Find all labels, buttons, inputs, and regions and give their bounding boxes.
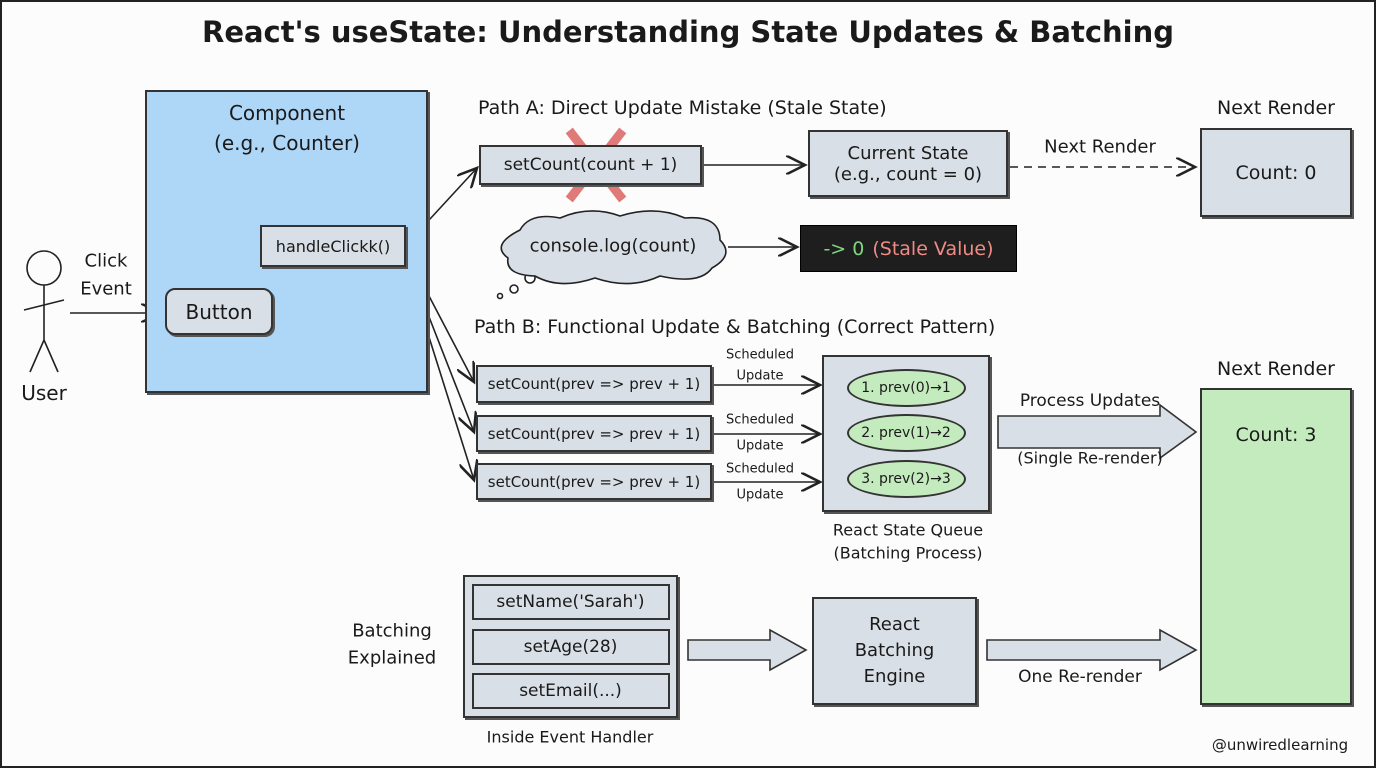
handler-to-engine-block-arrow — [687, 628, 808, 672]
queue-item-3: 3. prev(2)→3 — [846, 460, 966, 499]
click-event-label-2: Event — [80, 278, 132, 300]
batching-engine-box: React Batching Engine — [812, 597, 977, 705]
single-rerender-label: (Single Re-render) — [1017, 448, 1163, 468]
handle-click-function[interactable]: handleClickk() — [260, 225, 406, 267]
current-state-line-2: (e.g., count = 0) — [833, 163, 983, 185]
console-log-text: console.log(count) — [529, 235, 697, 257]
engine-line-3: Engine — [863, 666, 926, 687]
queue-item-1: 1. prev(0)→1 — [846, 368, 966, 407]
state-queue-box: 1. prev(0)→1 2. prev(1)→2 3. prev(2)→3 — [822, 355, 990, 512]
click-event-label-1: Click — [84, 250, 128, 272]
direct-setcount-call: setCount(count + 1) — [479, 145, 702, 185]
set-email-call: setEmail(...) — [471, 673, 670, 709]
path-b-title: Path B: Functional Update & Batching (Co… — [474, 316, 996, 338]
engine-line-1: React — [869, 614, 920, 635]
process-block-arrow — [997, 403, 1198, 460]
current-state-box: Current State (e.g., count = 0) — [808, 130, 1008, 197]
console-output-arrow: -> 0 — [823, 237, 865, 260]
next-render-arrow-label: Next Render — [1044, 136, 1156, 158]
current-state-line-1: Current State — [847, 142, 969, 164]
path-b-next-render-title: Next Render — [1217, 358, 1335, 380]
path-a-next-render-title: Next Render — [1217, 97, 1335, 119]
component-subtitle: (e.g., Counter) — [214, 131, 360, 155]
console-output-text: (Stale Value) — [872, 237, 994, 260]
batching-label-2: Explained — [347, 647, 437, 669]
set-age-call: setAge(28) — [471, 628, 670, 665]
scheduled-label-3b: Update — [736, 487, 784, 503]
button[interactable]: Button — [165, 288, 273, 335]
batching-label-1: Batching — [352, 620, 432, 642]
one-rerender-label: One Re-render — [1018, 667, 1142, 687]
engine-to-render-block-arrow — [986, 628, 1198, 672]
path-b-next-render-box: Count: 3 — [1200, 388, 1352, 705]
functional-setcount-2: setCount(prev => prev + 1) — [476, 415, 712, 452]
page-title: React's useState: Understanding State Up… — [201, 15, 1175, 49]
console-cloud-shape — [500, 210, 727, 285]
set-name-call: setName('Sarah') — [471, 584, 670, 620]
scheduled-label-2a: Scheduled — [726, 412, 794, 428]
console-output: -> 0 (Stale Value) — [800, 225, 1017, 272]
user-stick-figure — [23, 250, 65, 373]
scheduled-label-3a: Scheduled — [726, 461, 794, 477]
queue-label-2: (Batching Process) — [833, 543, 983, 563]
event-handler-box: setName('Sarah') setAge(28) setEmail(...… — [463, 575, 678, 718]
component-title: Component — [228, 101, 346, 125]
engine-line-2: Batching — [854, 640, 935, 661]
path-a-title: Path A: Direct Update Mistake (Stale Sta… — [478, 97, 887, 119]
scheduled-label-1a: Scheduled — [726, 347, 794, 363]
user-label: User — [21, 381, 67, 405]
scheduled-label-1b: Update — [736, 368, 784, 384]
queue-label-1: React State Queue — [832, 520, 984, 540]
queue-item-2: 2. prev(1)→2 — [846, 414, 966, 453]
scheduled-label-2b: Update — [736, 438, 784, 454]
functional-setcount-1: setCount(prev => prev + 1) — [476, 365, 712, 403]
process-updates-label: Process Updates — [1019, 391, 1161, 411]
path-a-next-render-box: Count: 0 — [1200, 128, 1352, 217]
inside-event-handler-label: Inside Event Handler — [486, 727, 654, 747]
functional-setcount-3: setCount(prev => prev + 1) — [476, 463, 712, 500]
watermark: @unwiredlearning — [1211, 736, 1349, 754]
